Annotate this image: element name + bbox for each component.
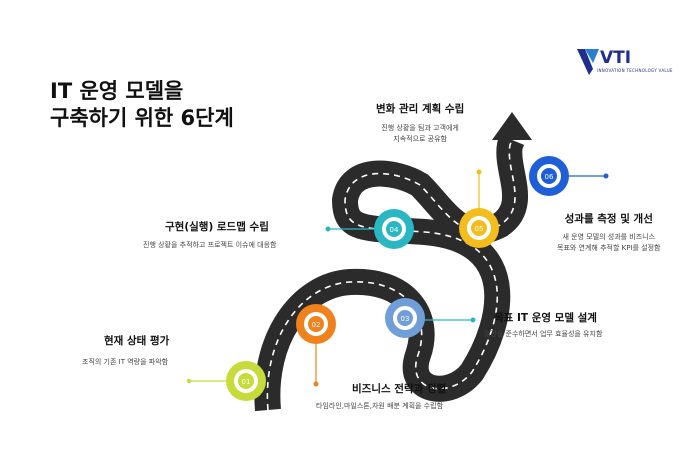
step-06-label: 성과를 측정 및 개선 새 운영 모델의 성과를 비즈니스 목표와 연계해 추적… xyxy=(557,211,661,254)
step-02-desc: 타임라인,마일스톤,자원 배분 계획을 수립함 xyxy=(316,402,444,410)
step-06-title: 성과를 측정 및 개선 xyxy=(564,213,653,225)
connector-dot-03 xyxy=(470,317,476,323)
connector-dot-05 xyxy=(476,169,482,175)
step-01-label: 현재 상태 평가 조직의 기존 IT 역량을 파악함 xyxy=(82,333,170,368)
step-marker-01: 01 xyxy=(226,361,266,401)
page-title: IT 운영 모델을 구축하기 위한 6단계 xyxy=(50,78,234,132)
road-surface xyxy=(254,135,528,412)
connector-dot-02 xyxy=(313,381,319,387)
step-05-title: 변화 관리 계획 수립 xyxy=(376,103,465,115)
step-04-title: 구현(실행) 로드맵 수립 xyxy=(165,221,269,233)
step-02-title: 비즈니스 전략과 정렬 xyxy=(352,383,447,395)
step-number-06: 06 xyxy=(545,173,554,181)
step-number-04: 04 xyxy=(390,226,399,234)
step-01-desc: 조직의 기존 IT 역량을 파악함 xyxy=(82,358,169,366)
road-arrowhead-icon xyxy=(492,112,532,140)
step-03-desc: 일정을 준수하면서 업무 효율성을 유지함 xyxy=(484,330,603,338)
title-line-2: 구축하기 위한 6단계 xyxy=(50,106,234,130)
vti-logo-mark-icon xyxy=(577,49,599,75)
step-03-label: 목표 IT 운영 모델 설계 일정을 준수하면서 업무 효율성을 유지함 xyxy=(484,310,602,340)
step-05-desc-line-2: 지속적으로 공유함 xyxy=(393,135,447,143)
step-marker-04: 04 xyxy=(374,209,414,249)
step-06-desc-line-1: 새 운영 모델의 성과를 비즈니스 xyxy=(562,233,656,241)
step-05-label: 변화 관리 계획 수립 진행 상황을 팀과 고객에게 지속적으로 공유함 xyxy=(376,101,464,145)
connector-dot-06 xyxy=(603,173,609,179)
step-04-desc: 진행 상황을 추적하고 프로젝트 이슈에 대응함 xyxy=(143,241,277,249)
connector-dot-04 xyxy=(325,226,331,232)
step-02-label: 비즈니스 전략과 정렬 타임라인,마일스톤,자원 배분 계획을 수립함 xyxy=(316,381,447,412)
step-05-desc-line-1: 진행 상황을 팀과 고객에게 xyxy=(381,124,459,132)
connectors xyxy=(186,169,609,387)
step-06-desc-line-2: 목표와 연계해 추적할 KPI를 설정함 xyxy=(557,244,661,252)
connector-dot-01 xyxy=(186,378,192,384)
title-line-1: IT 운영 모델을 xyxy=(50,79,184,103)
step-01-title: 현재 상태 평가 xyxy=(104,335,170,347)
step-marker-06: 06 xyxy=(529,156,569,196)
logo-name: VTI xyxy=(600,48,632,68)
step-number-05: 05 xyxy=(475,225,484,233)
step-03-title: 목표 IT 운영 모델 설계 xyxy=(494,312,597,324)
step-marker-03: 03 xyxy=(385,298,425,338)
step-marker-05: 05 xyxy=(459,208,499,248)
step-04-label: 구현(실행) 로드맵 수립 진행 상황을 추적하고 프로젝트 이슈에 대응함 xyxy=(143,219,277,251)
step-marker-02: 02 xyxy=(296,304,336,344)
step-number-02: 02 xyxy=(312,321,321,329)
step-number-01: 01 xyxy=(242,378,251,386)
step-number-03: 03 xyxy=(401,315,410,323)
logo-tagline: INNOVATION TECHNOLOGY VALUE xyxy=(597,68,673,73)
